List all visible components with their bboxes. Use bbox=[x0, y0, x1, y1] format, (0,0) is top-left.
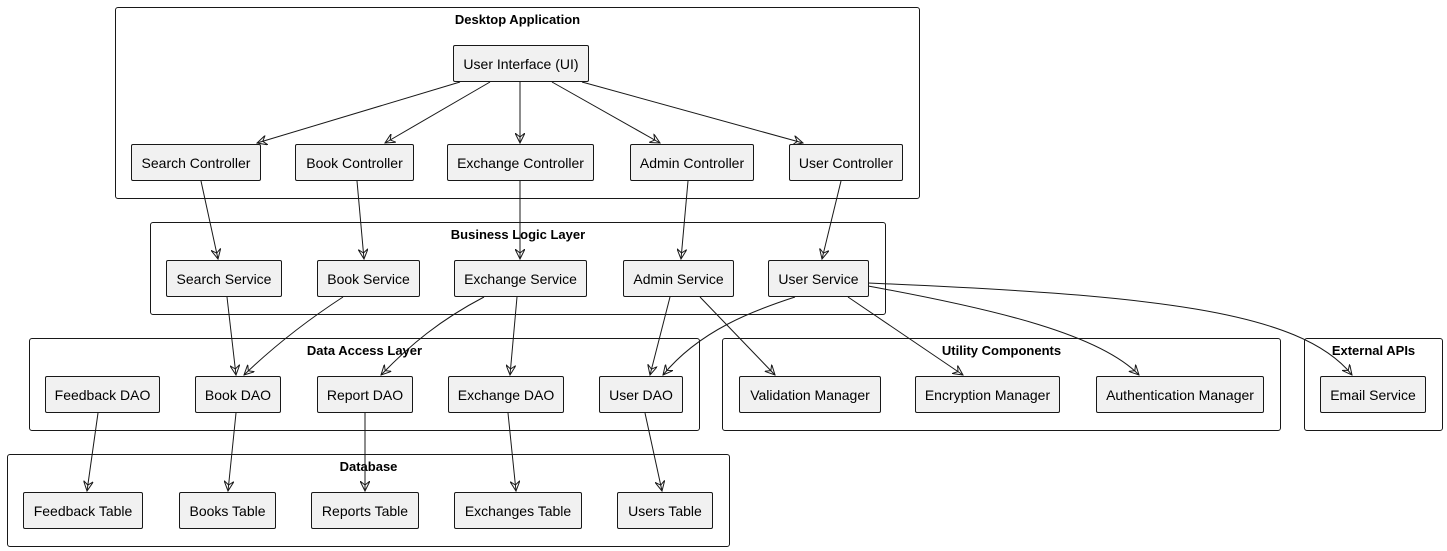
node-feedback-table: Feedback Table bbox=[23, 492, 143, 529]
node-reports-table: Reports Table bbox=[311, 492, 419, 529]
node-feedback-dao: Feedback DAO bbox=[45, 376, 160, 413]
group-title: Business Logic Layer bbox=[450, 227, 586, 242]
node-search-controller: Search Controller bbox=[131, 144, 261, 181]
node-exchange-service: Exchange Service bbox=[454, 260, 587, 297]
node-user-service: User Service bbox=[768, 260, 869, 297]
node-exchange-dao: Exchange DAO bbox=[448, 376, 564, 413]
node-validation-manager: Validation Manager bbox=[739, 376, 881, 413]
node-admin-controller: Admin Controller bbox=[630, 144, 754, 181]
node-report-dao: Report DAO bbox=[317, 376, 413, 413]
node-books-table: Books Table bbox=[179, 492, 276, 529]
node-user-controller: User Controller bbox=[789, 144, 903, 181]
group-title: Data Access Layer bbox=[306, 343, 423, 358]
group-title: External APIs bbox=[1331, 343, 1416, 358]
node-user-interface: User Interface (UI) bbox=[453, 45, 589, 82]
node-exchange-controller: Exchange Controller bbox=[447, 144, 594, 181]
node-book-dao: Book DAO bbox=[195, 376, 281, 413]
node-encryption-manager: Encryption Manager bbox=[915, 376, 1060, 413]
node-book-controller: Book Controller bbox=[295, 144, 414, 181]
group-title: Desktop Application bbox=[454, 12, 581, 27]
node-exchanges-table: Exchanges Table bbox=[454, 492, 582, 529]
group-title: Database bbox=[339, 459, 398, 474]
node-admin-service: Admin Service bbox=[623, 260, 734, 297]
node-user-dao: User DAO bbox=[599, 376, 683, 413]
node-search-service: Search Service bbox=[166, 260, 282, 297]
node-authentication-manager: Authentication Manager bbox=[1096, 376, 1264, 413]
node-book-service: Book Service bbox=[317, 260, 420, 297]
group-title: Utility Components bbox=[941, 343, 1062, 358]
node-email-service: Email Service bbox=[1320, 376, 1426, 413]
node-users-table: Users Table bbox=[617, 492, 713, 529]
